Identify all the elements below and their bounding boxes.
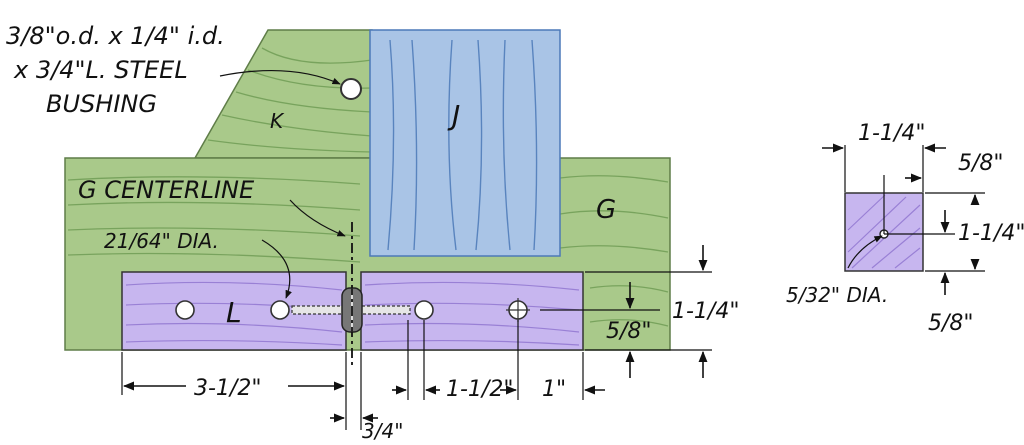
hole-l-1 [175,300,195,320]
side-dim-width: 1-1/4" [858,121,925,146]
side-dim-offset-bottom: 5/8" [928,311,974,336]
side-dim-offset-top: 5/8" [958,151,1004,176]
part-g-grain [67,175,669,327]
bushing-label-line3: BUSHING [46,90,157,118]
g-centerline-label: G CENTERLINE [78,176,255,204]
part-k-label: K [270,109,285,133]
hole-l-2 [270,300,290,320]
side-dim-height: 1-1/4" [958,221,1024,246]
hole-l-3 [414,300,434,320]
dim-height-total: 1-1/4" [672,299,739,324]
part-g-label: G [596,195,616,225]
part-l-label: L [226,296,242,329]
dim-right-length: 1" [542,377,566,402]
bushing-label-line2: x 3/4"L. STEEL [13,56,188,84]
bushing-label-line1: 3/8"o.d. x 1/4" i.d. [6,22,225,50]
part-j-grain [387,39,538,251]
dim-left-length: 3-1/2" [194,376,261,401]
dim-height-half: 5/8" [606,319,652,344]
small-hole-dia-label: 5/32" DIA. [786,283,888,307]
hole-dia-label: 21/64" DIA. [104,229,219,253]
dim-gap: 3/4" [362,419,403,443]
dim-mid-length: 1-1/2" [446,377,513,402]
part-l-right-grain [364,281,580,346]
bushing-hole-k [340,78,362,100]
side-view-grain [847,194,921,269]
part-j-board [369,29,561,257]
